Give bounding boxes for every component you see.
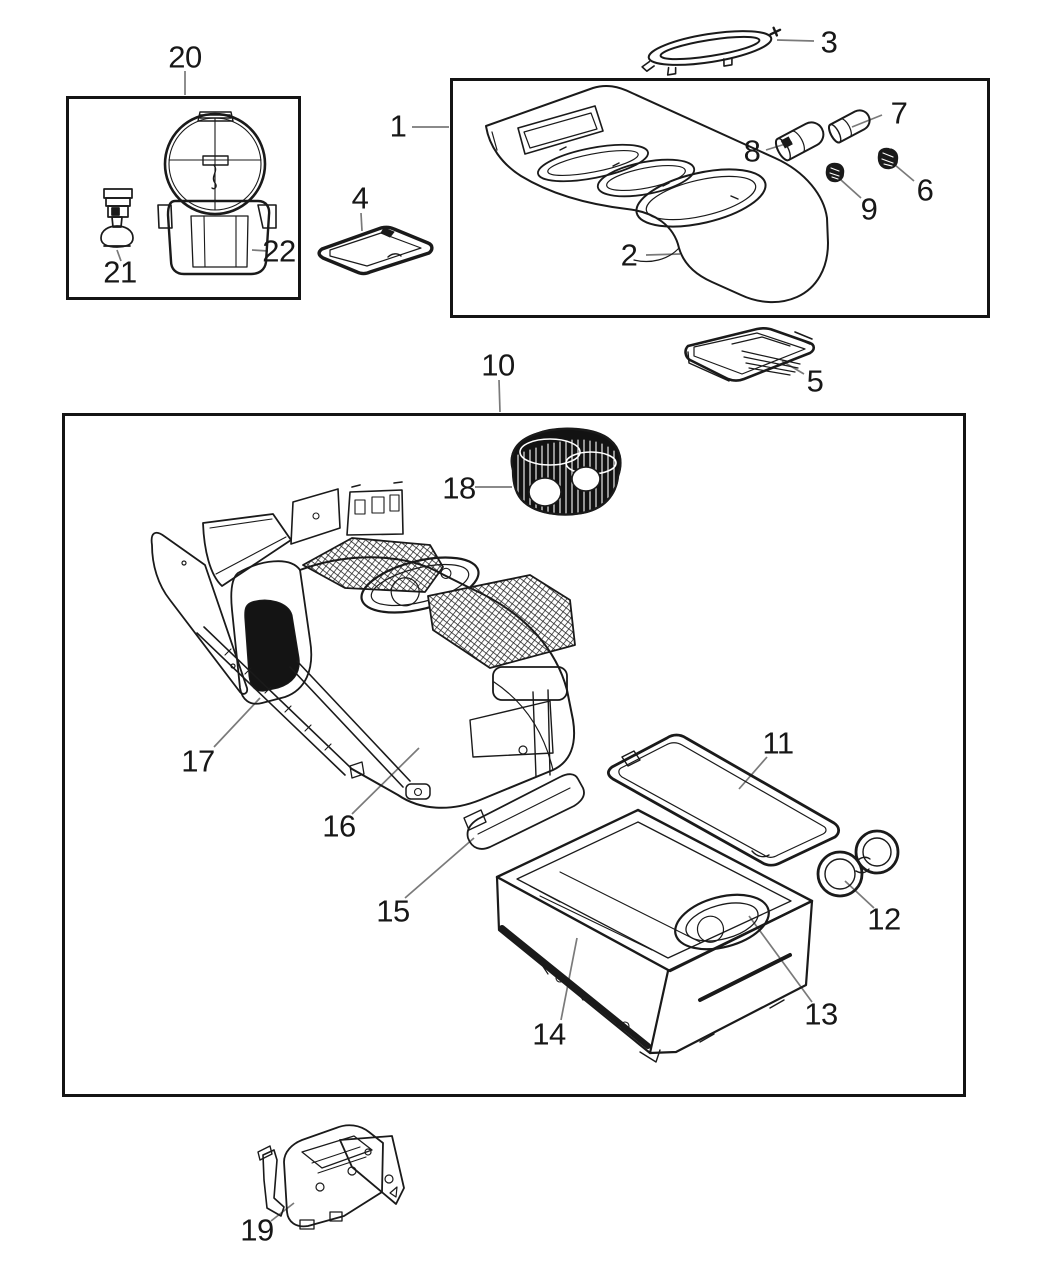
leader-10 — [498, 379, 501, 413]
part-3-bezel-ring-drawing — [641, 26, 782, 76]
leader-3 — [776, 39, 815, 42]
callout-13: 13 — [804, 996, 838, 1032]
part-6-outlet-cap-drawing — [877, 147, 899, 170]
callout-18: 18 — [442, 470, 476, 506]
part-22-cupholder-lid-drawing — [157, 111, 277, 276]
leader-15 — [404, 837, 475, 899]
callout-3: 3 — [820, 24, 838, 60]
leader-21 — [116, 249, 122, 262]
part-7-lighter-element-drawing — [828, 109, 871, 144]
leader-4 — [360, 212, 363, 232]
leader-11 — [738, 756, 768, 790]
part-19-mounting-bracket-drawing — [257, 1124, 405, 1230]
callout-14: 14 — [532, 1016, 566, 1052]
callout-5: 5 — [806, 363, 824, 399]
callout-15: 15 — [376, 893, 410, 929]
part-9-outlet-cap-drawing — [825, 162, 845, 183]
group-box-console-assembly — [62, 413, 966, 1097]
callout-22: 22 — [262, 233, 296, 269]
group-box-console-top — [450, 78, 990, 318]
part-5-sliding-tray-drawing — [684, 327, 816, 382]
leader-9 — [840, 179, 862, 199]
callout-20: 20 — [168, 39, 202, 75]
callout-4: 4 — [351, 180, 369, 216]
part-15-trim-strip-drawing — [463, 773, 585, 850]
part-18-cupholder-insert-drawing — [510, 427, 622, 516]
leader-17 — [213, 697, 261, 748]
part-12-cupholder-rings-drawing — [816, 829, 900, 898]
callout-1: 1 — [389, 108, 407, 144]
callout-21: 21 — [103, 254, 137, 290]
callout-6: 6 — [916, 172, 934, 208]
part-21-retainer-plug-drawing — [100, 188, 134, 248]
part-16-17-console-body-drawing — [150, 481, 576, 809]
callout-8: 8 — [743, 133, 761, 169]
leader-2 — [645, 253, 681, 256]
callout-7: 7 — [890, 95, 908, 131]
callout-11: 11 — [762, 725, 794, 761]
part-2-console-top-panel-drawing — [485, 84, 829, 303]
leader-6 — [894, 164, 915, 182]
part-14-storage-bin-drawing — [495, 808, 814, 1063]
callout-9: 9 — [860, 191, 878, 227]
leader-16 — [351, 747, 420, 815]
callout-2: 2 — [620, 237, 638, 273]
callout-12: 12 — [867, 901, 901, 937]
callout-17: 17 — [181, 743, 215, 779]
part-13-cup-recess-drawing — [674, 893, 770, 951]
leader-7 — [851, 114, 883, 128]
part-8-power-outlet-drawing — [774, 121, 825, 162]
part-11-bin-mat-drawing — [606, 733, 841, 867]
callout-10: 10 — [481, 347, 515, 383]
part-4-mat-tray-drawing — [317, 225, 434, 276]
group-box-armrest-cupholder — [66, 96, 301, 300]
leader-22 — [251, 249, 269, 252]
callout-19: 19 — [240, 1212, 274, 1248]
callout-16: 16 — [322, 808, 356, 844]
